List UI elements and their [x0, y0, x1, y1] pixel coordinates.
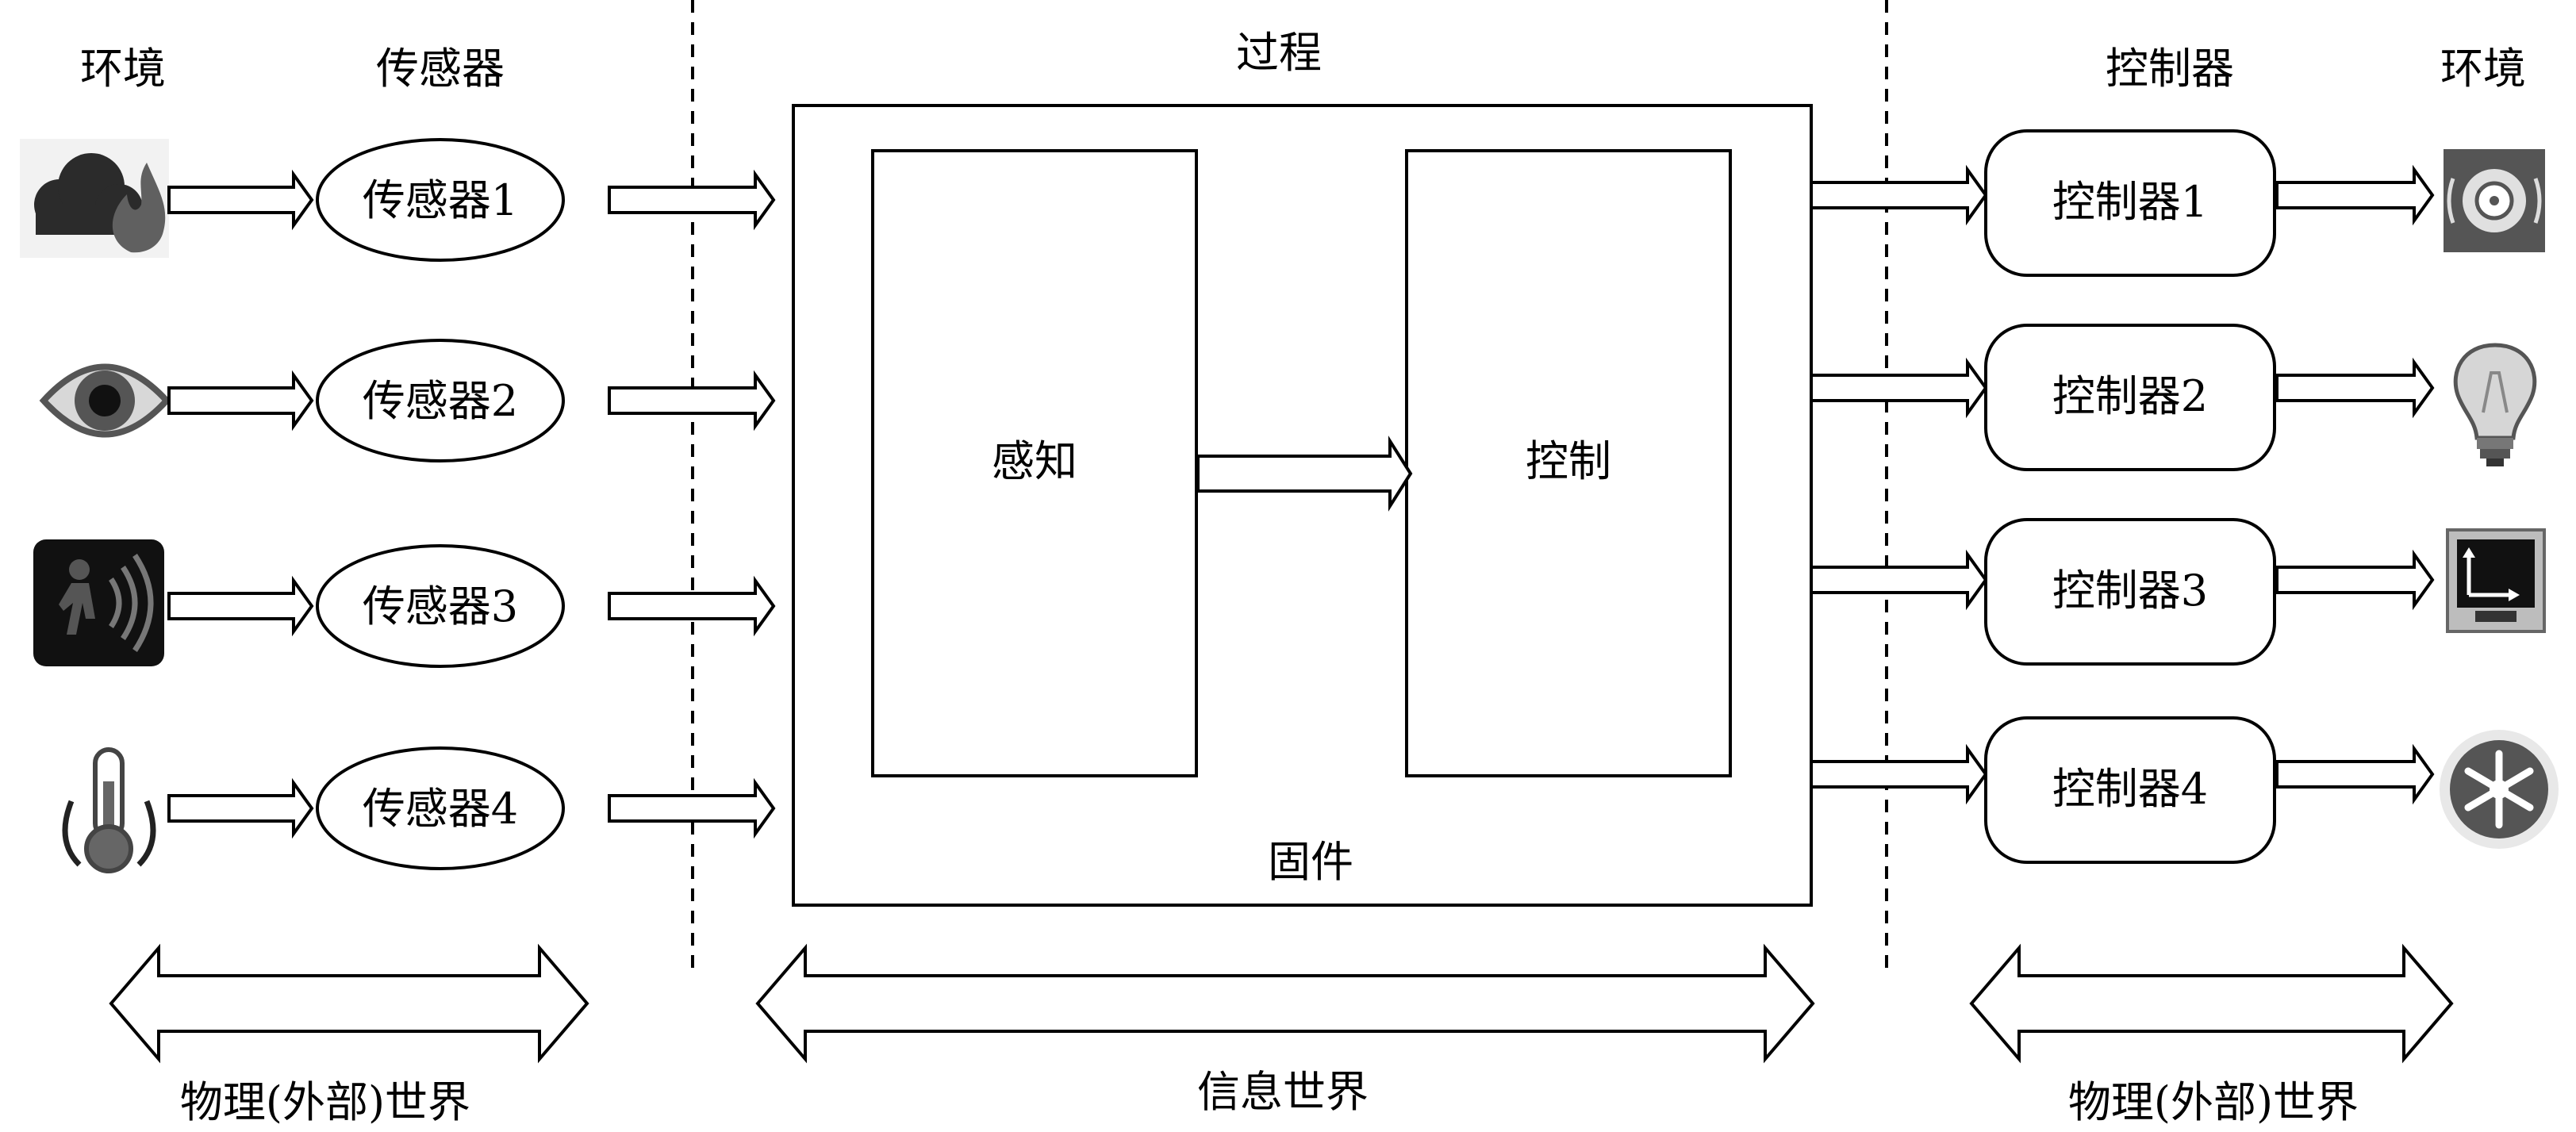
env-to-sensor-arrow — [167, 777, 314, 839]
monitor-icon — [2446, 528, 2546, 633]
controller-node — [1984, 716, 2276, 864]
speaker-icon — [2444, 149, 2545, 252]
header-controllers: 控制器 — [2106, 44, 2234, 94]
controller-row: 控制器1 — [1810, 129, 2545, 277]
controller-label: 控制器1 — [2052, 177, 2208, 227]
sensor-node — [316, 544, 565, 668]
controller-row: 控制器2 — [1810, 324, 2537, 471]
bottom-label-physical-right: 物理(外部)世界 — [2068, 1077, 2359, 1127]
controller-label: 控制器2 — [2052, 371, 2208, 421]
sensor-node — [316, 138, 565, 262]
sensor-to-process-arrow — [608, 169, 776, 231]
controller-to-env-arrow — [2275, 549, 2435, 611]
process-to-controller-arrow — [1810, 164, 1988, 226]
bottom-label-physical-left: 物理(外部)世界 — [180, 1077, 470, 1127]
controller-to-env-arrow — [2275, 743, 2435, 805]
controller-to-env-arrow — [2275, 357, 2435, 419]
env-to-sensor-arrow — [167, 575, 314, 637]
controller-label: 控制器4 — [2052, 764, 2208, 814]
controller-node — [1984, 129, 2276, 277]
information-world-double-arrow — [755, 943, 1815, 1064]
header-sensors: 传感器 — [376, 44, 505, 94]
process-to-controller-arrow — [1810, 549, 1988, 611]
controller-label: 控制器3 — [2052, 566, 2208, 616]
header-env-right: 环境 — [2440, 44, 2526, 94]
controller-row: 控制器3 — [1810, 518, 2546, 666]
controller-node — [1984, 518, 2276, 666]
snowflake-icon — [2440, 730, 2559, 849]
sensor-row: 传感器4 — [62, 746, 776, 873]
controller-node — [1984, 324, 2276, 471]
eye-icon — [39, 363, 171, 438]
sensor-label: 传感器3 — [363, 581, 518, 631]
thermometer-icon — [62, 747, 156, 873]
sensor-row: 传感器1 — [20, 138, 776, 262]
sensor-node — [316, 746, 565, 870]
perception-box — [871, 149, 1198, 777]
header-env-left: 环境 — [80, 44, 166, 94]
light-bulb-icon — [2453, 343, 2537, 466]
control-box — [1405, 149, 1732, 777]
sensor-row: 传感器3 — [33, 539, 776, 668]
header-process: 过程 — [1236, 28, 1322, 78]
control-label: 控制 — [1526, 436, 1611, 486]
sensor-to-process-arrow — [608, 777, 776, 839]
motion-detector-icon — [33, 539, 164, 666]
controller-row: 控制器4 — [1810, 716, 2559, 864]
sensor-label: 传感器2 — [363, 376, 518, 426]
env-to-sensor-arrow — [167, 370, 314, 432]
sensor-row: 传感器2 — [39, 339, 776, 462]
physical-world-right-double-arrow — [1969, 943, 2454, 1064]
controller-to-env-arrow — [2275, 164, 2435, 226]
perception-label: 感知 — [992, 436, 1077, 486]
perception-to-control-arrow — [1196, 436, 1413, 512]
sensor-label: 传感器4 — [363, 784, 518, 834]
process-to-controller-arrow — [1810, 743, 1988, 805]
physical-world-left-double-arrow — [109, 943, 589, 1064]
sensor-to-process-arrow — [608, 575, 776, 637]
sensor-label: 传感器1 — [363, 175, 518, 225]
cloud-fire-icon — [20, 139, 169, 258]
sensor-to-process-arrow — [608, 370, 776, 432]
process-to-controller-arrow — [1810, 357, 1988, 419]
sensor-node — [316, 339, 565, 462]
firmware-label: 固件 — [1268, 837, 1353, 887]
env-to-sensor-arrow — [167, 169, 314, 231]
bottom-label-information: 信息世界 — [1197, 1067, 1369, 1117]
